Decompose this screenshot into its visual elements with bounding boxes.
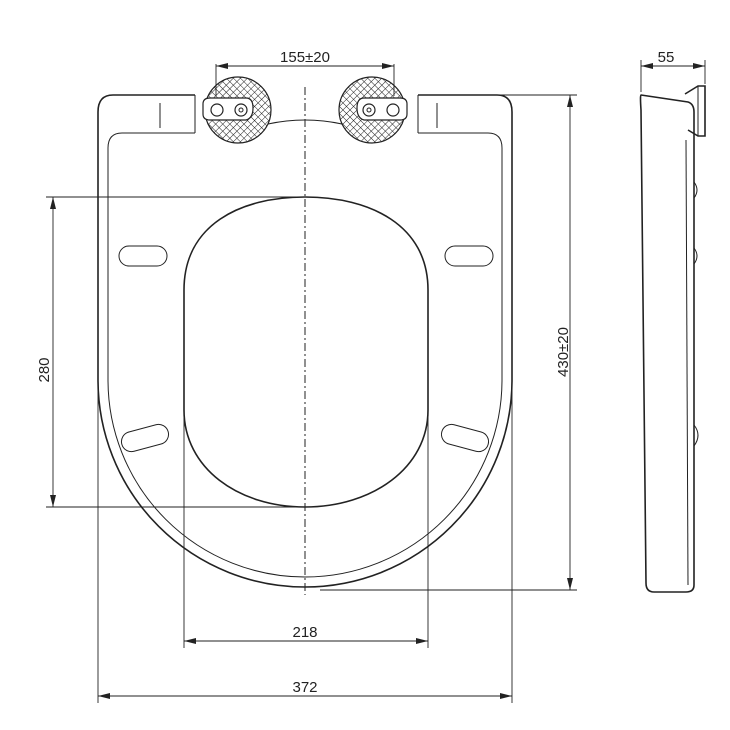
- dim-overall-width-label: 372: [292, 679, 317, 696]
- buffer-slot-bottom-right: [440, 423, 490, 453]
- side-view-bumper-3: [693, 424, 699, 447]
- dim-inner-length: 280: [36, 196, 305, 508]
- seat-inner-rim: [107, 132, 503, 578]
- dim-hinge-spacing-label: 155±20: [280, 49, 330, 66]
- side-view-outline: [639, 94, 695, 593]
- seat-top-view: [97, 76, 513, 595]
- hinge-left: [202, 76, 272, 144]
- seat-opening: [183, 196, 429, 508]
- dim-inner-width: 218: [183, 350, 429, 648]
- buffer-slot-top-right: [444, 245, 494, 267]
- side-view-bumper-1: [693, 181, 698, 199]
- seat-side-view: 55: [639, 49, 706, 593]
- dim-side-depth: 55: [640, 49, 706, 92]
- buffer-slot-bottom-left: [120, 423, 170, 453]
- side-view-hinge: [684, 85, 706, 137]
- side-view-inner-line: [685, 139, 689, 586]
- buffer-slot-top-left: [118, 245, 168, 267]
- dim-overall-length-label: 430±20: [555, 327, 572, 377]
- hinge-right: [338, 76, 408, 144]
- dim-inner-width-label: 218: [292, 624, 317, 641]
- dim-side-depth-label: 55: [658, 49, 675, 66]
- dim-inner-length-label: 280: [36, 357, 53, 382]
- dim-overall-length: 430±20: [320, 94, 577, 591]
- dim-overall-width: 372: [97, 380, 513, 703]
- dim-hinge-spacing: 155±20: [215, 49, 395, 96]
- side-view-bumper-2: [693, 247, 698, 265]
